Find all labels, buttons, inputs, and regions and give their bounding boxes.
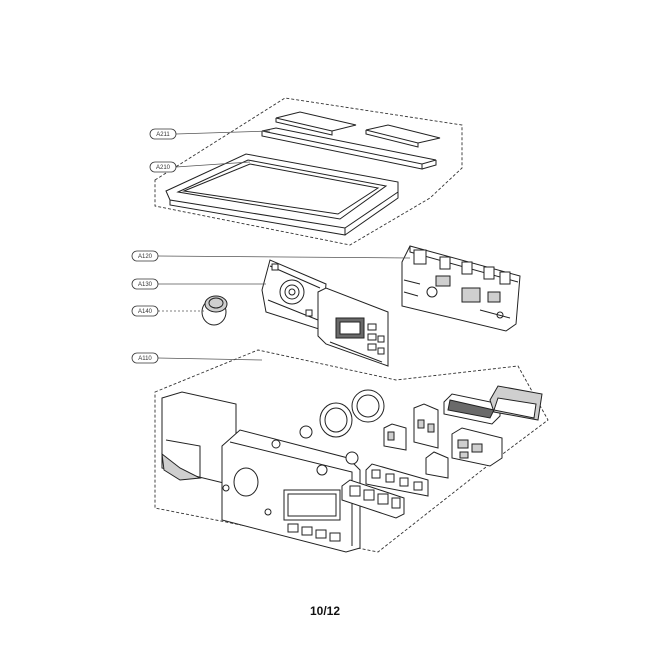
display-board — [317, 287, 389, 367]
panel-bracket — [261, 259, 327, 331]
control-knob — [201, 295, 228, 326]
callout-a120: A120 — [131, 250, 159, 262]
callouts: A211 A210 A120 A130 A140 A110 — [131, 128, 411, 364]
svg-text:A120: A120 — [138, 254, 153, 260]
callout-a130: A130 — [131, 278, 159, 290]
page-number: 10/12 — [309, 604, 341, 618]
callout-a211: A211 — [149, 128, 177, 140]
callout-a110: A110 — [131, 352, 159, 364]
control-panel-components — [201, 245, 521, 367]
svg-text:A110: A110 — [138, 356, 152, 362]
callout-a210: A210 — [149, 161, 177, 173]
svg-text:A140: A140 — [138, 309, 153, 315]
hinge-rail-parts — [261, 111, 441, 170]
top-cover-assembly — [154, 97, 463, 246]
callout-a140: A140 — [131, 305, 159, 317]
svg-text:A130: A130 — [138, 282, 153, 288]
svg-text:A210: A210 — [156, 165, 171, 171]
lid-frame — [165, 153, 399, 236]
pcb-board — [401, 245, 521, 332]
control-panel-housing — [154, 349, 549, 553]
svg-text:A211: A211 — [156, 132, 170, 138]
